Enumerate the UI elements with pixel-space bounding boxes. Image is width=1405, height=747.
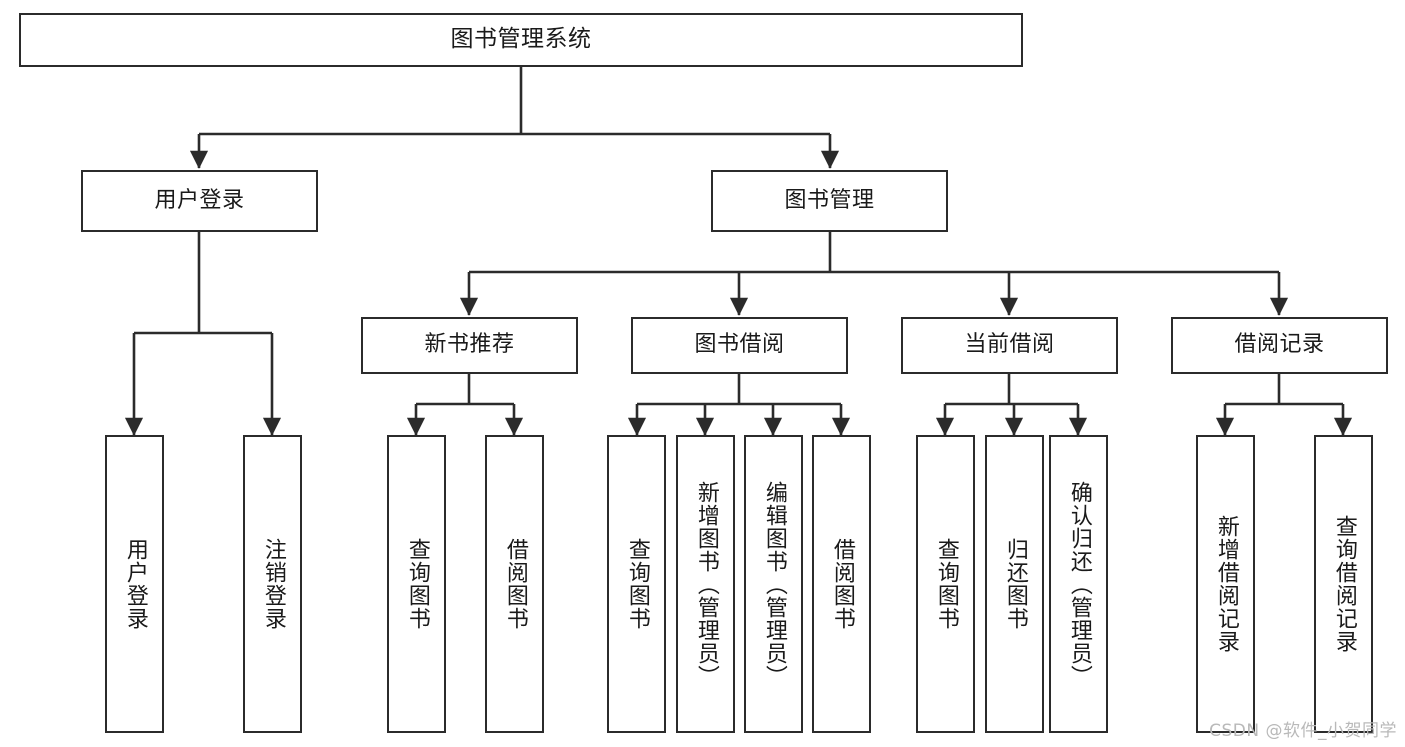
node-book-borrow[interactable]: 图书借阅 <box>631 317 848 374</box>
node-leaf-user-login[interactable]: 用户登录 <box>105 435 164 733</box>
node-new-book-recommend-label: 新书推荐 <box>424 332 515 358</box>
node-leaf-add-book-admin-label: 新增图书（管理员） <box>693 480 719 688</box>
node-leaf-query-book-label: 查询图书 <box>624 538 650 630</box>
node-root-book-management-system[interactable]: 图书管理系统 <box>19 13 1023 67</box>
node-leaf-user-login-label: 用户登录 <box>122 538 148 630</box>
node-book-management[interactable]: 图书管理 <box>711 170 948 232</box>
node-leaf-confirm-return-admin[interactable]: 确认归还（管理员） <box>1049 435 1108 733</box>
node-leaf-edit-book-admin-label: 编辑图书（管理员） <box>761 480 787 688</box>
node-leaf-edit-book-admin[interactable]: 编辑图书（管理员） <box>744 435 803 733</box>
node-user-login[interactable]: 用户登录 <box>81 170 318 232</box>
node-leaf-query-book-recommend[interactable]: 查询图书 <box>387 435 446 733</box>
csdn-watermark: CSDN @软件_小贺同学 <box>1209 721 1397 741</box>
node-leaf-query-book[interactable]: 查询图书 <box>607 435 666 733</box>
node-leaf-logout-label: 注销登录 <box>260 538 286 630</box>
node-leaf-query-book-current[interactable]: 查询图书 <box>916 435 975 733</box>
node-new-book-recommend[interactable]: 新书推荐 <box>361 317 578 374</box>
node-user-login-label: 用户登录 <box>154 187 245 213</box>
node-leaf-query-book-current-label: 查询图书 <box>933 538 959 630</box>
node-current-borrow-label: 当前借阅 <box>964 332 1055 358</box>
node-book-management-label: 图书管理 <box>784 187 875 213</box>
node-leaf-add-borrow-record-label: 新增借阅记录 <box>1213 515 1239 653</box>
node-borrow-record-label: 借阅记录 <box>1234 332 1325 358</box>
node-root-label: 图书管理系统 <box>450 26 592 53</box>
node-current-borrow[interactable]: 当前借阅 <box>901 317 1118 374</box>
node-leaf-confirm-return-admin-label: 确认归还（管理员） <box>1066 480 1092 688</box>
node-leaf-borrow-book-label: 借阅图书 <box>829 538 855 630</box>
node-leaf-borrow-book[interactable]: 借阅图书 <box>812 435 871 733</box>
node-leaf-return-book[interactable]: 归还图书 <box>985 435 1044 733</box>
node-leaf-query-book-recommend-label: 查询图书 <box>404 538 430 630</box>
node-borrow-record[interactable]: 借阅记录 <box>1171 317 1388 374</box>
node-leaf-logout[interactable]: 注销登录 <box>243 435 302 733</box>
node-leaf-add-borrow-record[interactable]: 新增借阅记录 <box>1196 435 1255 733</box>
node-leaf-query-borrow-record-label: 查询借阅记录 <box>1331 515 1357 653</box>
node-leaf-return-book-label: 归还图书 <box>1002 538 1028 630</box>
node-leaf-borrow-book-recommend[interactable]: 借阅图书 <box>485 435 544 733</box>
node-leaf-borrow-book-recommend-label: 借阅图书 <box>502 538 528 630</box>
node-leaf-add-book-admin[interactable]: 新增图书（管理员） <box>676 435 735 733</box>
node-book-borrow-label: 图书借阅 <box>694 332 785 358</box>
node-leaf-query-borrow-record[interactable]: 查询借阅记录 <box>1314 435 1373 733</box>
